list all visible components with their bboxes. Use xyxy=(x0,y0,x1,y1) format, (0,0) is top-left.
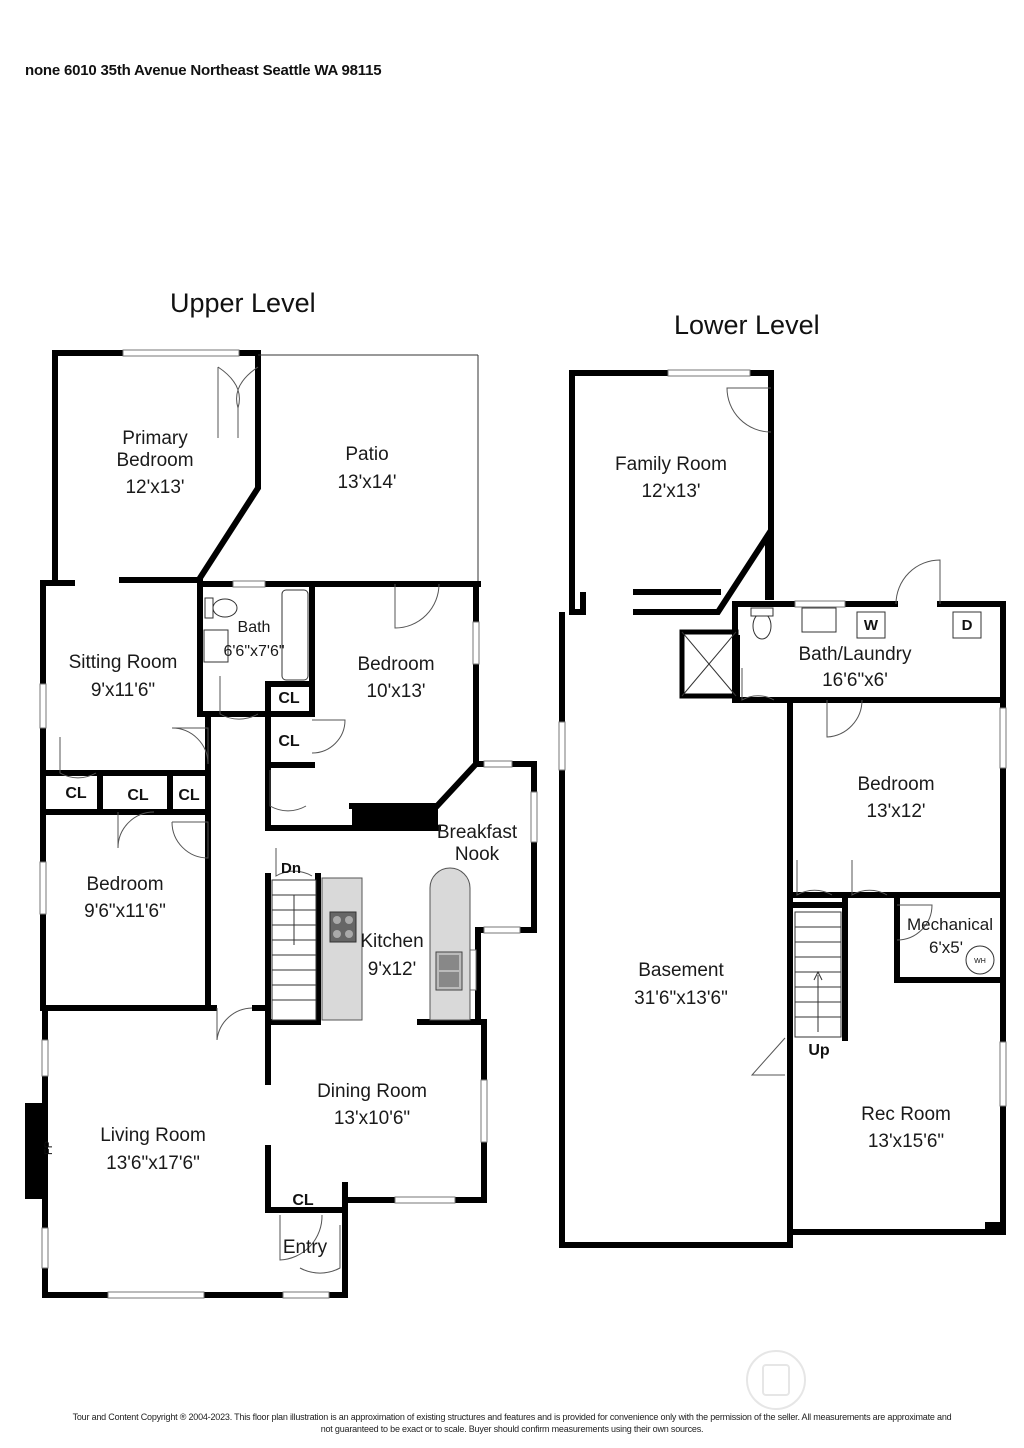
dryer-label: D xyxy=(962,617,973,634)
closet-label: CL xyxy=(127,787,149,804)
sitting-room-name: Sitting Room xyxy=(69,652,178,673)
lower-level-fixtures xyxy=(750,607,995,1038)
family-room-name: Family Room xyxy=(615,454,727,475)
living-room-name: Living Room xyxy=(100,1125,206,1146)
primary-bedroom-name-2: Bedroom xyxy=(116,450,193,471)
lower-level-doors xyxy=(726,387,941,1076)
property-address: none 6010 35th Avenue Northeast Seattle … xyxy=(25,62,382,79)
breakfast-nook-name-1: Breakfast xyxy=(437,822,518,843)
watermark-logo xyxy=(746,1350,806,1410)
lower-level-title: Lower Level xyxy=(674,310,820,340)
bedroom-upper-2-name: Bedroom xyxy=(86,874,163,895)
basement-size: 31'6"x13'6" xyxy=(634,988,728,1009)
dining-room-name: Dining Room xyxy=(317,1081,427,1102)
bath-laundry-size: 16'6"x6' xyxy=(822,670,888,691)
upper-level-fixtures xyxy=(203,589,471,1021)
primary-bedroom-name-1: Primary xyxy=(122,428,188,449)
copyright-line-1: Tour and Content Copyright ® 2004-2023. … xyxy=(72,1412,952,1422)
bedroom-upper-1-size: 10'x13' xyxy=(366,681,425,702)
copyright-notice: Tour and Content Copyright ® 2004-2023. … xyxy=(10,1411,1014,1435)
bedroom-upper-2-size: 9'6"x11'6" xyxy=(84,901,166,922)
stairs-up-label: Up xyxy=(808,1042,830,1059)
closet-label: CL xyxy=(292,1192,314,1209)
bedroom-lower-size: 13'x12' xyxy=(866,801,925,822)
stairs-down-label: Dn xyxy=(281,860,301,877)
kitchen-size: 9'x12' xyxy=(368,959,416,980)
closet-label: CL xyxy=(178,787,200,804)
mechanical-name: Mechanical xyxy=(907,915,993,934)
washer-label: W xyxy=(864,617,879,634)
breakfast-nook-name-2: Nook xyxy=(455,844,500,865)
upper-level-walls xyxy=(25,350,537,1298)
patio-name: Patio xyxy=(345,444,388,465)
bath-name: Bath xyxy=(238,619,271,636)
closet-label: CL xyxy=(65,785,87,802)
entry-label: Entry xyxy=(283,1237,328,1258)
rec-room-name: Rec Room xyxy=(861,1104,951,1125)
patio-size: 13'x14' xyxy=(337,472,396,493)
bath-size: 6'6"x7'6" xyxy=(223,643,284,660)
family-room-size: 12'x13' xyxy=(641,481,700,502)
upper-level-doors xyxy=(59,366,440,1274)
upper-level-title: Upper Level xyxy=(170,288,316,318)
upper-level-windows xyxy=(39,349,538,1299)
kitchen-name: Kitchen xyxy=(360,931,423,952)
primary-bedroom-size: 12'x13' xyxy=(125,477,184,498)
bedroom-upper-1-name: Bedroom xyxy=(357,654,434,675)
basement-name: Basement xyxy=(638,960,724,981)
rec-room-size: 13'x15'6" xyxy=(868,1131,944,1152)
fireplace-label: FP xyxy=(43,1141,55,1155)
sitting-room-size: 9'x11'6" xyxy=(91,680,155,701)
closet-label: CL xyxy=(278,733,300,750)
living-room-size: 13'6"x17'6" xyxy=(106,1153,200,1174)
water-heater-label: WH xyxy=(974,958,986,965)
copyright-line-2: not guaranteed to be exact or to scale. … xyxy=(320,1424,704,1434)
mechanical-size: 6'x5' xyxy=(929,938,963,957)
closet-label: CL xyxy=(278,690,300,707)
upper-level-labels: Primary Bedroom 12'x13' Patio 13'x14' Ba… xyxy=(43,428,518,1258)
bedroom-lower-name: Bedroom xyxy=(857,774,934,795)
lower-level-labels: Family Room 12'x13' Bath/Laundry 16'6"x6… xyxy=(615,454,993,1152)
lower-level-windows xyxy=(558,369,1007,1107)
dining-room-size: 13'x10'6" xyxy=(334,1108,410,1129)
bath-laundry-name: Bath/Laundry xyxy=(798,644,912,665)
